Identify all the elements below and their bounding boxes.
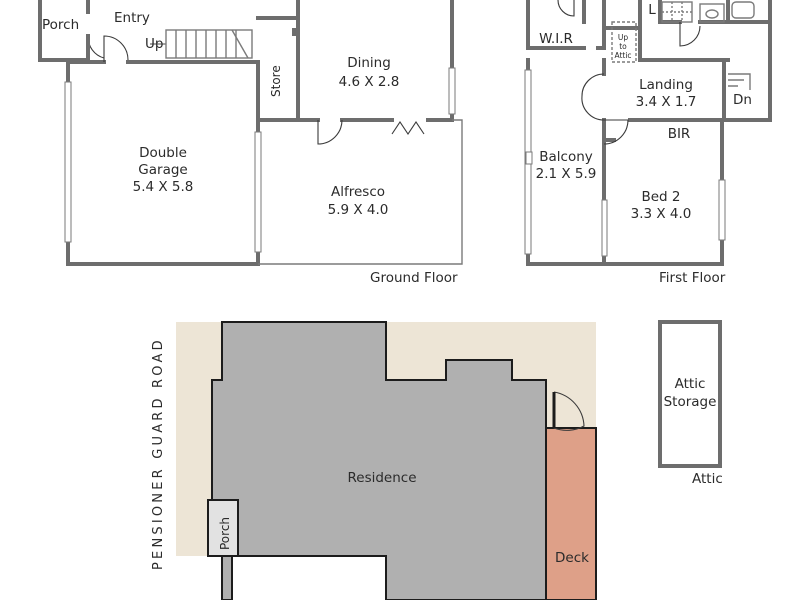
store-wall xyxy=(256,16,300,122)
bed2-door-icon xyxy=(603,119,629,145)
wir-walls xyxy=(526,0,606,50)
site-plan: PENSIONER GUARD ROAD Residence Porch Dec… xyxy=(151,321,597,600)
deck-label: Deck xyxy=(555,550,589,566)
alfresco-size: 5.9 X 4.0 xyxy=(328,202,389,218)
garage-name-line2: Garage xyxy=(138,162,187,178)
alfresco-name: Alfresco xyxy=(331,184,385,200)
dn-label: Dn xyxy=(733,92,752,108)
bath-door-icon xyxy=(679,22,701,47)
wir-door-icon xyxy=(557,0,575,17)
attic-caption: Attic xyxy=(692,471,723,487)
deck-door-icon xyxy=(553,391,585,431)
bifold-door-icon xyxy=(391,121,425,135)
alfresco-outline xyxy=(258,119,463,265)
porch-door-icon xyxy=(87,35,105,59)
entry-door-icon xyxy=(103,35,129,62)
balcony-rail xyxy=(525,151,533,165)
bir-wall xyxy=(602,118,724,142)
balcony-door xyxy=(601,199,608,257)
landing-walls xyxy=(602,0,730,62)
landing-right-wall xyxy=(722,0,772,122)
landing-name: Landing xyxy=(639,77,693,93)
store-label: Store xyxy=(269,65,283,97)
dining-size: 4.6 X 2.8 xyxy=(339,74,400,90)
garage-name-line1: Double xyxy=(139,145,187,161)
l-label: L xyxy=(648,2,656,18)
attic-storage-line1: Attic xyxy=(675,376,706,392)
attic-storage-line2: Storage xyxy=(664,394,717,410)
garage-side-window xyxy=(254,131,262,253)
ground-floor-plan: Porch Entry Up Store Dining 4.6 X 2.8 Do… xyxy=(38,0,463,286)
porch-footprint xyxy=(207,499,239,557)
up-to-attic-line1: Up xyxy=(618,33,628,42)
garage-size: 5.4 X 5.8 xyxy=(133,179,194,195)
residence-footprint xyxy=(211,321,547,600)
dining-window xyxy=(448,67,456,115)
attic-outline xyxy=(658,320,722,468)
balcony-bed-wall xyxy=(602,58,724,266)
landing-door-icon xyxy=(581,73,605,121)
first-floor-caption: First Floor xyxy=(659,270,726,286)
deck-footprint xyxy=(545,427,597,600)
balcony-size: 2.1 X 5.9 xyxy=(536,166,597,182)
bed2-name: Bed 2 xyxy=(641,189,680,205)
garage-door-window xyxy=(64,81,72,243)
up-to-attic-line3: Attic xyxy=(614,51,631,60)
entry-label: Entry xyxy=(114,10,150,26)
road-label: PENSIONER GUARD ROAD xyxy=(151,337,166,570)
first-floor-plan: W.I.R L Up to Attic Landing 3.4 X 1.7 Dn… xyxy=(524,0,772,286)
up-label: Up xyxy=(145,36,163,52)
landing-size: 3.4 X 1.7 xyxy=(636,94,697,110)
attic-plan: Attic Storage Attic xyxy=(658,320,723,487)
dining-door-icon xyxy=(317,119,343,145)
down-stairs-icon xyxy=(728,73,751,90)
wir-label: W.I.R xyxy=(539,31,573,47)
attic-hatch-icon xyxy=(611,21,637,63)
toilet-icon xyxy=(731,1,755,19)
bed2-size: 3.3 X 4.0 xyxy=(631,206,692,222)
porch-label: Porch xyxy=(42,17,79,33)
balcony-name: Balcony xyxy=(539,149,593,165)
bed2-window xyxy=(718,179,726,241)
basin-icon xyxy=(705,9,719,19)
dining-name: Dining xyxy=(347,55,391,71)
up-to-attic-line2: to xyxy=(619,42,627,51)
staircase-icon xyxy=(150,29,253,59)
store-post xyxy=(292,28,300,36)
vanity-icon xyxy=(699,3,725,23)
ground-floor-caption: Ground Floor xyxy=(370,270,458,286)
shower-tiles xyxy=(662,2,692,22)
site-porch-label: Porch xyxy=(218,517,232,550)
bir-label: BIR xyxy=(668,126,691,142)
residence-label: Residence xyxy=(347,470,416,486)
